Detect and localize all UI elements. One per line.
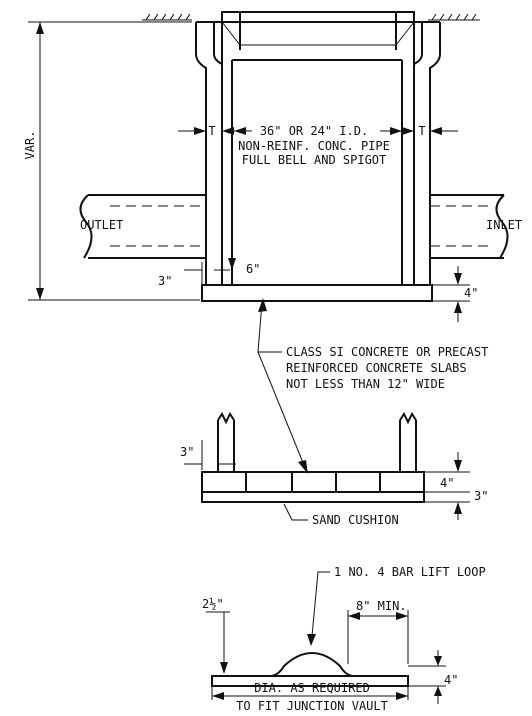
- pipe-type-line-1: NON-REINF. CONC. PIPE: [238, 139, 390, 153]
- slab-note: [257, 298, 308, 474]
- t-left-label: T: [208, 124, 215, 138]
- left-wall: [195, 21, 223, 284]
- right-wall: [413, 21, 441, 284]
- outlet-pipe: [79, 194, 206, 259]
- inlet-pipe: [430, 194, 509, 259]
- two-half-inch-dimension: [206, 611, 230, 674]
- top-frame: [221, 11, 415, 50]
- t-right-label: T: [418, 124, 425, 138]
- three-inch-mid-right-label: 3": [474, 489, 488, 503]
- four-inch-top-label: 4": [464, 286, 478, 300]
- six-inch-label: 6": [246, 262, 260, 276]
- lift-loop-label: 1 NO. 4 BAR LIFT LOOP: [334, 565, 486, 579]
- four-inch-bottom-label: 4": [444, 673, 458, 687]
- four-inch-top-dimension: [432, 266, 470, 322]
- three-inch-mid-dimension: [184, 440, 236, 470]
- four-inch-mid-label: 4": [440, 476, 454, 490]
- ground-line: [142, 13, 480, 21]
- diameter-dimension: [212, 692, 408, 700]
- slab-note-line-3: NOT LESS THAN 12" WIDE: [286, 377, 445, 391]
- two-half-inch-label: 2½": [202, 597, 224, 611]
- three-inch-top-dimension: [184, 262, 230, 284]
- var-label: VAR.: [23, 131, 37, 160]
- outlet-label: OUTLET: [80, 218, 123, 232]
- three-inch-top-label: 3": [158, 274, 172, 288]
- eight-inch-min-label: 8" MIN.: [356, 599, 407, 613]
- lift-loop-leader: [311, 571, 330, 637]
- three-inch-mid-label: 3": [180, 445, 194, 459]
- sand-cushion-leader: [283, 503, 308, 521]
- slab-detail: [201, 412, 425, 503]
- six-inch-dimension: [228, 222, 236, 286]
- four-three-inch-dimension: [424, 452, 470, 520]
- var-dimension: [28, 21, 200, 301]
- vault-elevation: VAR. T T 36" OR 24" I.D. NON-REINF. CONC…: [23, 11, 522, 322]
- pipe-diameter-label: 36" OR 24" I.D.: [260, 124, 368, 138]
- slab-note-line-1: CLASS SI CONCRETE OR PRECAST: [286, 345, 488, 359]
- base-slab: [201, 284, 433, 302]
- pipe-type-line-2: FULL BELL AND SPIGOT: [242, 153, 387, 167]
- diameter-label-line-1: DIA. AS REQUIRED: [254, 681, 370, 695]
- eight-inch-min-dimension: [347, 610, 409, 664]
- sand-cushion-label: SAND CUSHION: [312, 513, 399, 527]
- four-inch-bottom-dimension: [408, 650, 446, 704]
- slab-note-line-2: REINFORCED CONCRETE SLABS: [286, 361, 467, 375]
- diameter-label-line-2: TO FIT JUNCTION VAULT: [236, 699, 388, 713]
- inlet-label: INLET: [486, 218, 522, 232]
- t-dimension-marks: [178, 127, 458, 135]
